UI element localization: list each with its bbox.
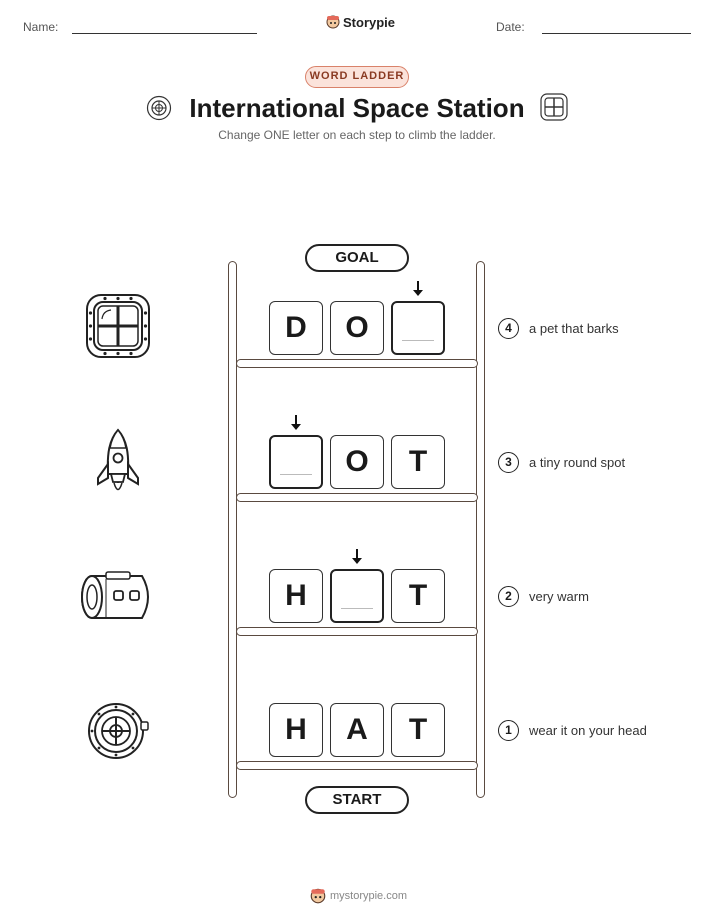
ladder-rung	[236, 359, 478, 368]
storypie-mascot-icon	[310, 888, 326, 904]
step-number: 4	[498, 318, 519, 339]
porthole-window-icon	[86, 294, 150, 358]
blank-letter-tile[interactable]	[391, 301, 445, 355]
name-line[interactable]	[72, 33, 257, 34]
letter-tile: T	[391, 435, 445, 489]
blank-letter-tile[interactable]	[330, 569, 384, 623]
footer: mystorypie.com	[310, 887, 407, 905]
step-number: 3	[498, 452, 519, 473]
rocket-icon	[97, 428, 139, 491]
letter-tile: A	[330, 703, 384, 757]
word-ladder-badge: WORD LADDER	[305, 66, 409, 88]
space-module-icon	[81, 571, 149, 619]
arrow-down-icon	[413, 281, 423, 296]
letter-tile: H	[269, 703, 323, 757]
step-clue: very warm	[529, 589, 589, 604]
date-label: Date:	[496, 20, 525, 34]
letter-tile: T	[391, 569, 445, 623]
blank-letter-tile[interactable]	[269, 435, 323, 489]
step-number: 2	[498, 586, 519, 607]
hatch-door-icon	[88, 703, 149, 759]
page-title: International Space Station	[189, 93, 525, 123]
ladder-rung	[236, 761, 478, 770]
brand-name: Storypie	[343, 14, 396, 30]
letter-tile: T	[391, 703, 445, 757]
porthole-window-icon	[540, 93, 568, 121]
ladder-rung	[236, 627, 478, 636]
start-label: START	[305, 786, 409, 814]
step-clue: a pet that barks	[529, 321, 619, 336]
storypie-mascot-icon	[326, 15, 340, 29]
step-clue: wear it on your head	[529, 723, 647, 738]
letter-tile: D	[269, 301, 323, 355]
step-clue: a tiny round spot	[529, 455, 626, 470]
name-label: Name:	[23, 20, 59, 34]
hatch-door-icon	[146, 95, 172, 121]
step-number: 1	[498, 720, 519, 741]
arrow-down-icon	[291, 415, 301, 430]
ladder-rail-right	[476, 261, 485, 798]
date-line[interactable]	[542, 33, 691, 34]
arrow-down-icon	[352, 549, 362, 564]
footer-url[interactable]: mystorypie.com	[330, 890, 408, 902]
instructions: Change ONE letter on each step to climb …	[218, 128, 496, 142]
letter-tile: H	[269, 569, 323, 623]
ladder-rung	[236, 493, 478, 502]
brand-logo: Storypie	[326, 14, 395, 30]
letter-tile: O	[330, 301, 384, 355]
goal-label: GOAL	[305, 244, 409, 272]
letter-tile: O	[330, 435, 384, 489]
ladder-rail-left	[228, 261, 237, 798]
